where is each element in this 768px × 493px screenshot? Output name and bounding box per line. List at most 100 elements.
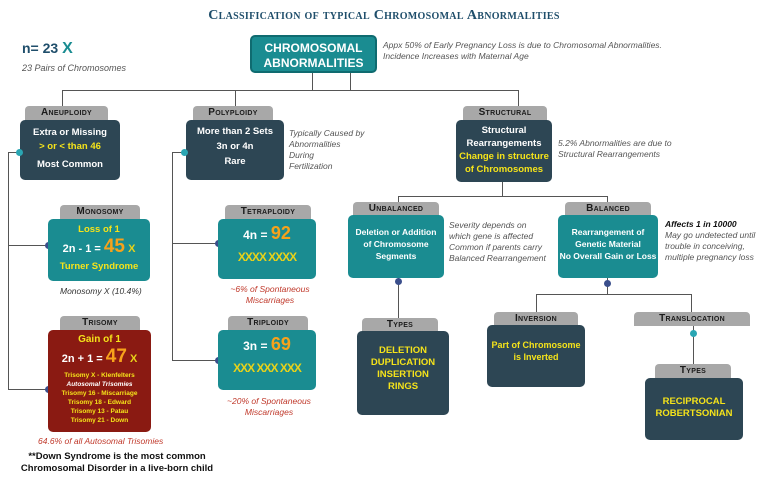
inversion-line1: Part of Chromosome <box>491 340 581 350</box>
monosomy-note: Monosomy X (10.4%) <box>60 286 142 296</box>
connector <box>607 196 608 206</box>
balanced-node: Rearrangement of Genetic Material No Ove… <box>558 215 658 278</box>
connector <box>398 196 608 197</box>
polyploidy-note-2: Abnormalities <box>289 139 341 149</box>
connector <box>398 278 399 318</box>
connector <box>172 152 186 153</box>
trisomy-note: 64.6% of all Autosomal Trisomies <box>38 436 164 446</box>
trisomy-formula: 2n + 1 = <box>61 353 103 365</box>
types1-item: DUPLICATION <box>370 357 436 368</box>
connector <box>691 294 692 312</box>
inversion-tab: Inversion <box>494 312 578 326</box>
chromosome-icon: X <box>129 353 138 365</box>
connector <box>172 243 218 244</box>
structural-node: Structural Rearrangements Change in stru… <box>456 120 552 182</box>
tetraploidy-formula: 4n = <box>243 228 268 242</box>
balanced-line2: Genetic Material <box>575 239 641 249</box>
aneuploidy-line1: Extra or Missing <box>33 127 107 138</box>
tetraploidy-tab: Tetraploidy <box>225 205 311 220</box>
trisomy-items: Trisomy X - Klenfelters Autosomal Trisom… <box>48 371 151 425</box>
structural-line4: of Chromosomes <box>464 164 544 175</box>
structural-line3: Change in structure <box>459 151 549 162</box>
balanced-line1: Rearrangement of <box>571 227 645 237</box>
chromosome-icon: X <box>62 40 73 57</box>
polyploidy-line2: 3n or 4n <box>216 141 254 152</box>
triploidy-number: 69 <box>270 334 291 354</box>
chromosome-icons: XXX XXX XXX <box>233 361 302 375</box>
polyploidy-note-1: Typically Caused by <box>289 128 365 138</box>
connector-dot <box>690 330 697 337</box>
unbalanced-note: Severity depends on which gene is affect… <box>449 220 546 264</box>
inversion-line2: is Inverted <box>513 352 559 362</box>
structural-note: 5.2% Abnormalities are due to Structural… <box>558 138 672 160</box>
triploidy-formula-row: 3n = 69 <box>218 330 316 360</box>
trisomy-item: Trisomy 21 - Down <box>70 417 129 424</box>
connector <box>536 294 692 295</box>
triploidy-note-1: ~20% of Spontaneous <box>227 396 311 406</box>
trisomy-item: Trisomy X - Klenfelters <box>64 372 135 379</box>
trisomy-item: Trisomy 16 - Miscarriage <box>61 390 138 397</box>
connector-dot <box>16 149 23 156</box>
monosomy-node: Loss of 1 2n - 1 = 45 X Turner Syndrome <box>48 219 150 281</box>
aneuploidy-node: Extra or Missing > or < than 46 Most Com… <box>20 120 120 180</box>
types1-item: DELETION <box>378 345 428 356</box>
connector <box>350 73 351 90</box>
footer-line1: **Down Syndrome is the most common <box>28 451 206 462</box>
tetraploidy-node: 4n = 92 XXXX XXXX <box>218 219 316 279</box>
balanced-note-2: May go undetected until <box>665 230 756 240</box>
root-note-2: Incidence Increases with Maternal Age <box>383 51 529 61</box>
unbalanced-line3: Segments <box>375 251 417 261</box>
translocation-tab: Translocation <box>634 312 750 326</box>
root-note-1: Appx 50% of Early Pregnancy Loss is due … <box>383 40 662 50</box>
trisomy-item: Trisomy 18 - Edward <box>67 399 132 406</box>
tetraploidy-note-2: Miscarriages <box>245 295 295 305</box>
unbalanced-note-3: Common if parents carry <box>449 242 543 252</box>
n-label-text: n= 23 <box>22 40 59 56</box>
polyploidy-node: More than 2 Sets 3n or 4n Rare <box>186 120 284 180</box>
connector <box>62 90 518 91</box>
polyploidy-tab: Polyploidy <box>193 106 273 121</box>
types2-item: ROBERTSONIAN <box>655 408 733 419</box>
aneuploidy-line2: > or < than 46 <box>39 141 101 152</box>
n-subtitle: 23 Pairs of Chromosomes <box>22 63 127 73</box>
trisomy-item: Autosomal Trisomies <box>66 381 133 388</box>
monosomy-formula-row: 2n - 1 = 45 X <box>48 236 150 260</box>
trisomy-tab: Trisomy <box>60 316 140 331</box>
types2-item: RECIPROCAL <box>662 396 726 407</box>
monosomy-line3: Turner Syndrome <box>59 261 139 272</box>
polyploidy-note-4: Fertilization <box>289 161 333 171</box>
balanced-tab: Balanced <box>565 202 651 216</box>
connector <box>8 389 48 390</box>
triploidy-node: 3n = 69 XXX XXX XXX <box>218 330 316 390</box>
footer-note: **Down Syndrome is the most common Chrom… <box>12 451 222 475</box>
triploidy-note-2: Miscarriages <box>244 407 294 417</box>
connector <box>312 73 313 90</box>
balanced-note-3: trouble in conceiving, <box>665 241 745 251</box>
connector-dot <box>181 149 188 156</box>
trisomy-number: 47 <box>105 346 127 367</box>
unbalanced-node: Deletion or Addition of Chromosome Segme… <box>348 215 444 278</box>
connector <box>8 152 20 153</box>
tetraploidy-note: ~6% of Spontaneous Miscarriages <box>228 284 312 306</box>
triploidy-note: ~20% of Spontaneous Miscarriages <box>224 396 314 418</box>
unbalanced-note-1: Severity depends on <box>449 220 527 230</box>
polyploidy-note-3: During <box>289 150 315 160</box>
diagram-title: Classification of typical Chromosomal Ab… <box>208 8 560 23</box>
structural-tab: Structural <box>463 106 547 121</box>
connector <box>518 90 519 106</box>
polyploidy-note: Typically Caused by Abnormalities During… <box>289 128 364 172</box>
tetraploidy-formula-row: 4n = 92 <box>218 219 316 249</box>
balanced-note: Affects 1 in 10000 May go undetected unt… <box>665 219 755 263</box>
unbalanced-note-2: which gene is affected <box>449 231 534 241</box>
connector <box>502 182 503 196</box>
connector-dot <box>395 278 402 285</box>
trisomy-node: Gain of 1 2n + 1 = 47 X Trisomy X - Klen… <box>48 330 151 432</box>
triploidy-tab: Triploidy <box>228 316 308 331</box>
connector <box>62 90 63 106</box>
tetraploidy-number: 92 <box>270 223 291 243</box>
root-note: Appx 50% of Early Pregnancy Loss is due … <box>383 40 662 62</box>
balanced-note-4: multiple pregnancy loss <box>665 252 754 262</box>
monosomy-tab: Monosomy <box>60 205 140 220</box>
chromosome-icon: X <box>128 243 136 255</box>
monosomy-line1: Loss of 1 <box>78 224 120 235</box>
